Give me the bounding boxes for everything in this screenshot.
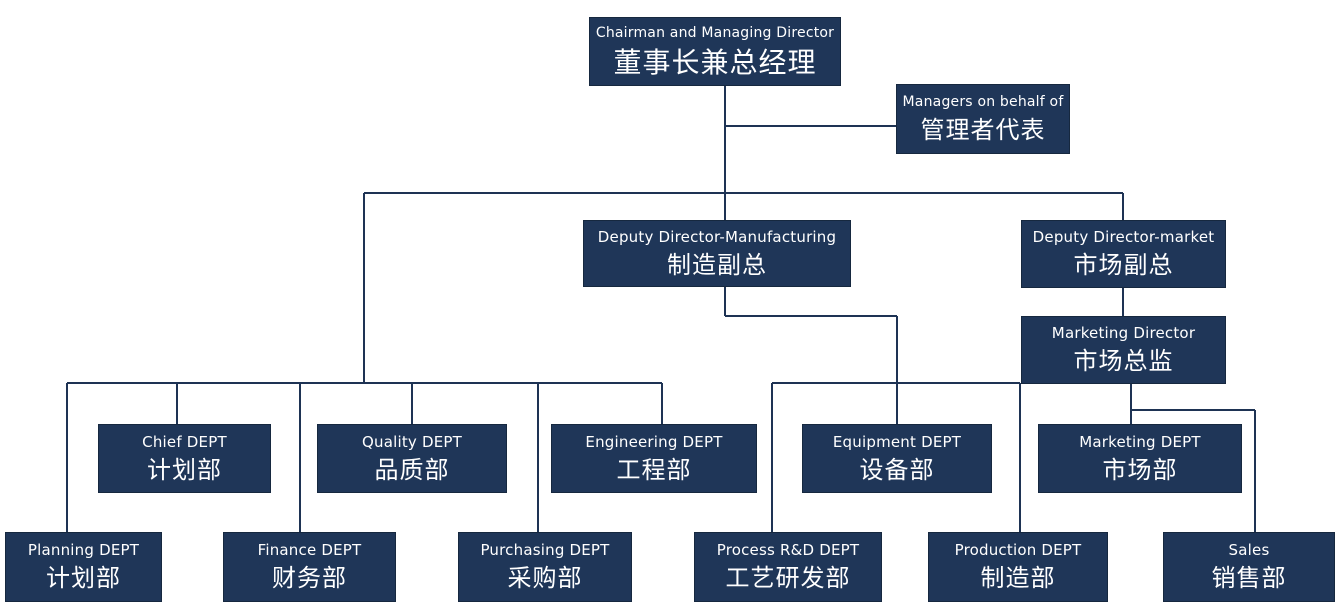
node-quality-dept-zh: 品质部	[374, 455, 450, 484]
node-chief-dept: Chief DEPT 计划部	[98, 424, 271, 493]
node-marketing-dept-zh: 市场部	[1102, 455, 1178, 484]
node-marketing-dept: Marketing DEPT 市场部	[1038, 424, 1242, 493]
node-purchasing-dept-zh: 采购部	[507, 564, 583, 592]
node-production-dept: Production DEPT 制造部	[928, 532, 1108, 602]
node-sales-zh: 销售部	[1211, 564, 1287, 592]
node-process-rd-dept-en: Process R&D DEPT	[716, 541, 860, 559]
node-deputy-manufacturing: Deputy Director-Manufacturing 制造副总	[583, 220, 851, 287]
node-chief-dept-zh: 计划部	[147, 455, 222, 484]
node-equipment-dept-en: Equipment DEPT	[832, 432, 962, 451]
node-chairman-en: Chairman and Managing Director	[595, 24, 835, 41]
node-planning-dept: Planning DEPT 计划部	[5, 532, 162, 602]
node-engineering-dept-zh: 工程部	[616, 455, 692, 484]
node-sales: Sales 销售部	[1163, 532, 1335, 602]
node-chairman: Chairman and Managing Director 董事长兼总经理	[589, 17, 841, 86]
node-quality-dept-en: Quality DEPT	[361, 432, 462, 451]
node-chairman-zh: 董事长兼总经理	[613, 45, 817, 79]
node-chief-dept-en: Chief DEPT	[142, 432, 227, 451]
node-deputy-market-zh: 市场副总	[1073, 251, 1174, 279]
node-finance-dept-zh: 财务部	[272, 564, 347, 592]
node-deputy-manufacturing-en: Deputy Director-Manufacturing	[597, 227, 837, 246]
node-planning-dept-zh: 计划部	[46, 564, 121, 592]
node-equipment-dept-zh: 设备部	[859, 455, 935, 484]
node-management-rep-zh: 管理者代表	[920, 116, 1046, 144]
node-sales-en: Sales	[1228, 541, 1270, 559]
node-purchasing-dept-en: Purchasing DEPT	[480, 541, 610, 559]
node-quality-dept: Quality DEPT 品质部	[317, 424, 507, 493]
node-marketing-director: Marketing Director 市场总监	[1021, 316, 1226, 384]
node-process-rd-dept-zh: 工艺研发部	[725, 564, 851, 592]
node-production-dept-en: Production DEPT	[954, 541, 1082, 559]
node-equipment-dept: Equipment DEPT 设备部	[802, 424, 992, 493]
node-marketing-director-zh: 市场总监	[1073, 347, 1174, 375]
node-management-rep-en: Managers on behalf of	[902, 94, 1064, 110]
node-process-rd-dept: Process R&D DEPT 工艺研发部	[694, 532, 882, 602]
node-finance-dept: Finance DEPT 财务部	[223, 532, 396, 602]
node-engineering-dept-en: Engineering DEPT	[585, 432, 723, 451]
node-deputy-manufacturing-zh: 制造副总	[667, 250, 767, 279]
node-planning-dept-en: Planning DEPT	[27, 541, 140, 559]
node-marketing-dept-en: Marketing DEPT	[1079, 432, 1201, 451]
node-deputy-market: Deputy Director-market 市场副总	[1021, 220, 1226, 288]
node-purchasing-dept: Purchasing DEPT 采购部	[458, 532, 632, 602]
node-deputy-market-en: Deputy Director-market	[1032, 228, 1215, 246]
node-management-rep: Managers on behalf of 管理者代表	[896, 84, 1070, 154]
node-finance-dept-en: Finance DEPT	[257, 541, 362, 559]
node-marketing-director-en: Marketing Director	[1051, 324, 1196, 342]
node-production-dept-zh: 制造部	[980, 564, 1056, 592]
node-engineering-dept: Engineering DEPT 工程部	[551, 424, 757, 493]
